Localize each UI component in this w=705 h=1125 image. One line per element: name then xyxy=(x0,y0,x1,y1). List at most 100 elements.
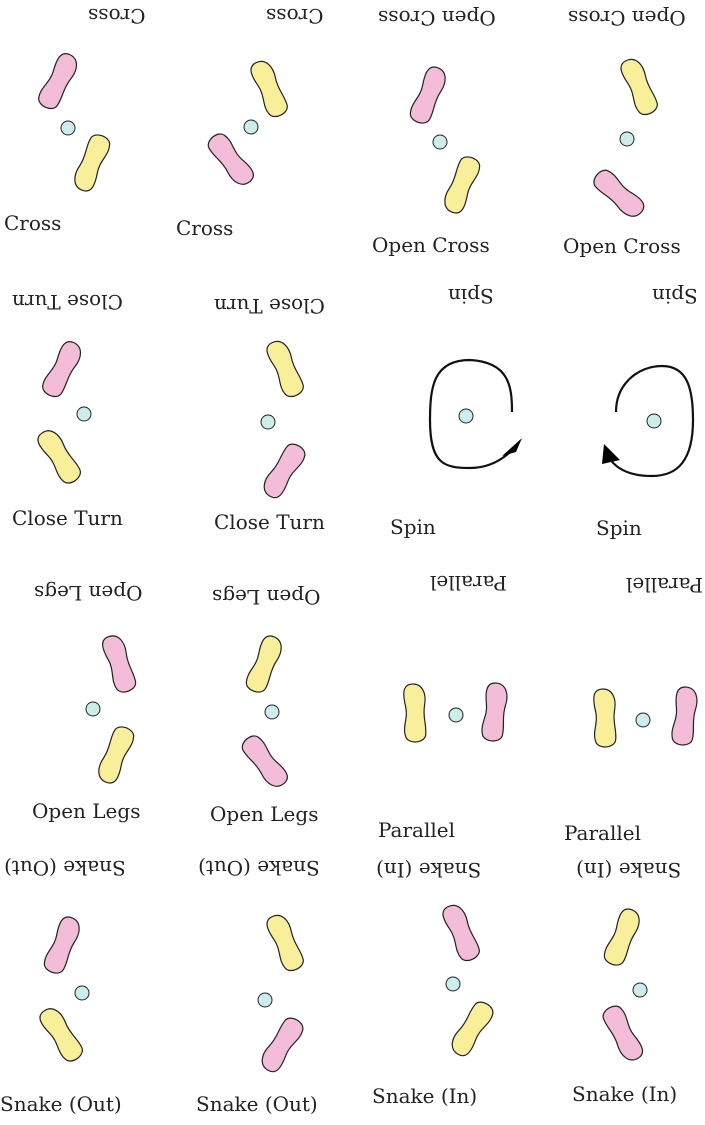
footprint-diagram xyxy=(409,66,481,214)
card-snake-in-2: Snake (In) Snake (In) xyxy=(528,850,705,1120)
spin-arrowhead-icon xyxy=(502,438,522,456)
card-close-turn-1: Close Turn Close Turn xyxy=(0,280,176,565)
card-flipped-label: Spin xyxy=(652,284,698,308)
footprint-diagram xyxy=(257,914,304,1073)
center-marker xyxy=(76,406,92,422)
footprint-diagram xyxy=(207,60,288,185)
right-foot-shape xyxy=(38,53,78,110)
footprint-diagram xyxy=(39,916,90,1062)
center-marker xyxy=(60,120,76,136)
card-snake-in-1: Snake (In) Snake (In) xyxy=(352,850,528,1120)
card-label: Open Cross xyxy=(372,233,490,257)
right-foot-shape xyxy=(263,443,306,499)
left-foot-shape xyxy=(39,1008,83,1062)
right-foot-shape xyxy=(602,1005,644,1061)
card-open-legs-1: Open Legs Open Legs xyxy=(0,565,176,850)
center-marker xyxy=(432,134,448,150)
center-marker xyxy=(85,701,101,717)
left-foot-shape xyxy=(603,908,640,966)
card-cross-2: Cross Cross xyxy=(176,0,352,280)
card-label: Snake (Out) xyxy=(196,1092,318,1116)
footprint-diagram xyxy=(602,908,648,1061)
footprint-diagram xyxy=(38,53,111,192)
footprint-diagram xyxy=(442,904,494,1057)
spin-arrowhead-icon xyxy=(602,444,620,464)
card-close-turn-2: Close Turn Close Turn xyxy=(176,280,352,565)
center-marker xyxy=(458,408,474,424)
spin-diagram xyxy=(428,358,522,470)
right-foot-shape xyxy=(481,682,508,742)
left-foot-shape xyxy=(37,430,81,484)
right-foot-shape xyxy=(241,735,288,787)
center-marker xyxy=(260,414,276,430)
spin-path xyxy=(607,364,695,478)
card-label: Open Legs xyxy=(210,802,319,826)
footprint-diagram xyxy=(593,58,658,217)
footprint-diagram xyxy=(241,635,288,787)
right-foot-shape xyxy=(261,1017,304,1073)
card-spin-2: Spin Spin xyxy=(528,280,705,565)
card-parallel-2: Parallel Parallel xyxy=(528,565,705,850)
card-label: Cross xyxy=(176,216,234,240)
card-label: Snake (In) xyxy=(372,1084,478,1108)
card-flipped-label: Open Legs xyxy=(34,581,143,605)
card-flipped-label: Open Legs xyxy=(212,585,321,609)
center-marker xyxy=(264,704,280,720)
footprint-diagram xyxy=(85,635,137,784)
center-marker xyxy=(74,985,90,1001)
left-foot-shape xyxy=(74,134,111,192)
card-label: Snake (In) xyxy=(572,1082,678,1106)
card-flipped-label: Snake (Out) xyxy=(4,856,126,880)
left-foot-shape xyxy=(403,683,427,743)
center-marker xyxy=(448,707,464,723)
right-foot-shape xyxy=(593,169,645,217)
card-label: Spin xyxy=(596,516,642,540)
card-flipped-label: Open Cross xyxy=(568,6,686,30)
card-open-legs-2: Open Legs Open Legs xyxy=(176,565,352,850)
card-snake-out-2: Snake (Out) Snake (Out) xyxy=(176,850,352,1120)
right-foot-shape xyxy=(207,133,254,185)
left-foot-shape xyxy=(620,58,658,116)
left-foot-shape xyxy=(451,1001,494,1057)
left-foot-shape xyxy=(98,726,135,784)
card-cross-1: Cross Cross xyxy=(0,0,176,280)
center-marker xyxy=(257,992,273,1008)
card-label: Parallel xyxy=(378,818,455,842)
left-foot-shape xyxy=(266,914,304,972)
card-label: Close Turn xyxy=(12,506,123,530)
center-marker xyxy=(619,131,635,147)
card-snake-out-1: Snake (Out) Snake (Out) xyxy=(0,850,176,1120)
right-foot-shape xyxy=(43,916,80,974)
spin-diagram xyxy=(602,364,695,478)
card-label: Close Turn xyxy=(214,510,325,534)
left-foot-shape xyxy=(250,60,288,118)
footprint-diagram xyxy=(593,686,698,748)
right-foot-shape xyxy=(671,686,698,746)
left-foot-shape xyxy=(444,156,481,214)
center-marker xyxy=(646,413,662,429)
card-label: Open Cross xyxy=(563,234,681,258)
card-flipped-label: Close Turn xyxy=(214,294,325,318)
card-spin-1: Spin Spin xyxy=(352,280,528,565)
card-parallel-1: Parallel Parallel xyxy=(352,565,528,850)
card-flipped-label: Close Turn xyxy=(12,290,123,314)
card-label: Open Legs xyxy=(32,799,141,823)
card-flipped-label: Snake (Out) xyxy=(198,856,320,880)
center-marker xyxy=(635,712,651,728)
spin-path xyxy=(428,358,519,470)
card-label: Cross xyxy=(4,211,62,235)
card-open-cross-2: Open Cross Open Cross xyxy=(528,0,705,280)
left-foot-shape xyxy=(593,688,617,748)
right-foot-shape xyxy=(442,904,480,962)
right-foot-shape xyxy=(409,66,446,124)
center-marker xyxy=(632,982,648,998)
left-foot-shape xyxy=(266,340,304,398)
center-marker xyxy=(243,119,259,135)
right-foot-shape xyxy=(42,341,82,398)
card-open-cross-1: Open Cross Open Cross xyxy=(352,0,528,280)
card-label: Spin xyxy=(390,515,436,539)
card-flipped-label: Cross xyxy=(88,4,146,28)
card-flipped-label: Parallel xyxy=(430,571,507,595)
footprint-diagram xyxy=(403,682,508,743)
